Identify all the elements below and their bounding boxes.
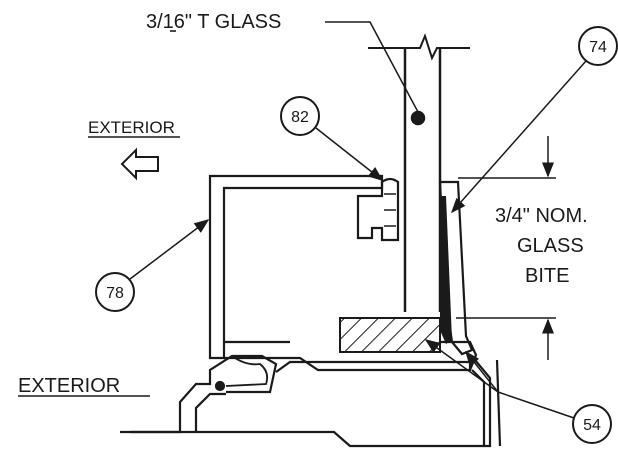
callout-74: 74 — [451, 26, 618, 214]
callout-78: 78 — [95, 219, 210, 312]
glazing-gasket — [356, 177, 400, 242]
callout-74-number: 74 — [589, 39, 607, 56]
glass-label: 3/16" T GLASS — [146, 11, 281, 33]
setting-block — [339, 317, 441, 353]
glass-dot-marker — [410, 110, 426, 126]
callout-54-leader-c — [465, 350, 499, 393]
exterior-top-label: EXTERIOR — [88, 118, 175, 137]
bite-label-line3: BITE — [525, 265, 569, 287]
exterior-arrow-icon — [120, 147, 159, 181]
callout-78-number: 78 — [106, 285, 124, 302]
callout-54-leader-a — [497, 391, 575, 419]
callout-82-leader — [315, 127, 384, 181]
callout-74-leader — [451, 60, 587, 214]
exterior-bottom-label: EXTERIOR — [18, 375, 120, 397]
callout-78-leader — [129, 219, 210, 280]
callout-82: 82 — [280, 96, 384, 181]
callout-54-number: 54 — [583, 417, 601, 434]
callout-82-number: 82 — [291, 109, 309, 126]
callout-54: 54 — [424, 339, 612, 444]
bite-label-line2: GLASS — [517, 235, 584, 257]
callout-54-leader-b — [424, 339, 499, 393]
glass-pane — [368, 33, 470, 312]
bite-label-line1: 3/4" NOM. — [495, 205, 588, 227]
glass-bite-dimension — [456, 136, 556, 360]
glass-leader-line — [325, 21, 419, 113]
